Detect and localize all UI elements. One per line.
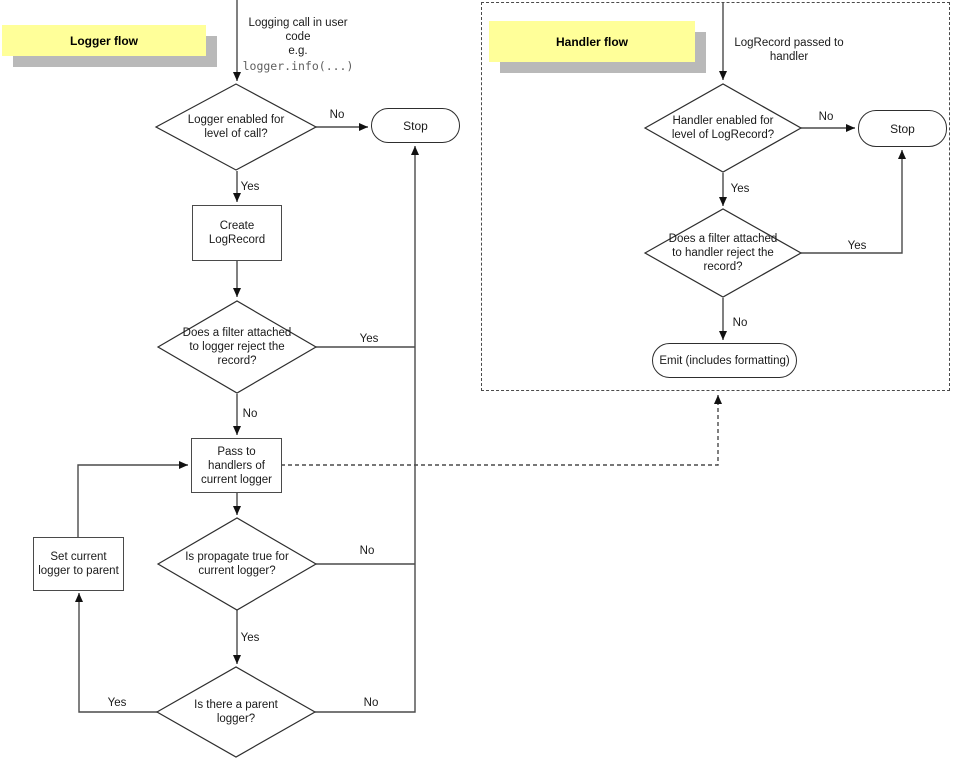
set-logger-to-parent-line1: Set current: [50, 551, 107, 563]
pass-to-handlers-line1: Pass to: [217, 445, 256, 458]
edge-pass-to-handlerflow: [281, 395, 722, 466]
handler-stop-label: Stop: [890, 121, 915, 136]
edge-setparent-to-pass: [77, 461, 188, 537]
pass-to-handlers-box: Pass to handlers of current logger: [191, 438, 282, 493]
set-logger-to-parent-box: Set current logger to parent: [33, 537, 124, 591]
emit-terminator: Emit (includes formatting): [652, 343, 797, 378]
decision-logger-filter-line2: to logger reject the: [189, 341, 285, 353]
decision-logger-filter-text: Does a filter attached to logger reject …: [172, 326, 302, 368]
decision-propagate-line1: Is propagate true for: [185, 551, 289, 563]
handler-stop-terminator: Stop: [858, 110, 947, 147]
logger-flow-title: Logger flow: [70, 33, 138, 48]
handler-flow-title: Handler flow: [555, 34, 628, 49]
label-logger-level-no: No: [329, 109, 345, 121]
decision-parent-line2: logger?: [216, 713, 256, 725]
logger-entry-line3: e.g.: [288, 45, 308, 57]
decision-propagate-text: Is propagate true for current logger?: [172, 550, 302, 578]
decision-logger-level-line1: Logger enabled for: [187, 114, 285, 126]
pass-to-handlers-line2: handlers of: [208, 459, 265, 472]
decision-logger-filter-shape: [156, 300, 318, 394]
decision-logger-filter-line1: Does a filter attached: [182, 327, 292, 339]
logger-flow-note: Logger flow: [2, 25, 206, 56]
decision-propagate-shape: [156, 517, 318, 611]
set-logger-to-parent-line2: logger to parent: [38, 565, 119, 577]
label-logger-level-yes: Yes: [240, 181, 260, 193]
pass-to-handlers-line3: current logger: [201, 473, 272, 486]
label-propagate-yes: Yes: [240, 632, 260, 644]
label-parent-no: No: [363, 697, 379, 709]
label-handler-filter-yes: Yes: [847, 240, 867, 252]
label-handler-level-yes: Yes: [730, 183, 750, 195]
decision-logger-filter-line3: record?: [217, 355, 257, 367]
handler-flow-frame: [481, 2, 950, 391]
decision-logger-level-line2: level of call?: [204, 128, 268, 140]
decision-parent-text: Is there a parent logger?: [171, 698, 301, 726]
logger-entry-annotation: Logging call in user code e.g. logger.in…: [241, 16, 355, 73]
logger-stop-terminator: Stop: [371, 108, 460, 143]
label-logger-filter-yes: Yes: [359, 333, 379, 345]
label-handler-level-no: No: [818, 111, 834, 123]
create-logrecord-line1: Create: [219, 220, 255, 232]
decision-parent-shape: [155, 666, 317, 758]
handler-entry-annotation: LogRecord passed to handler: [728, 36, 850, 64]
logger-entry-code: logger.info(...): [242, 59, 354, 73]
logger-entry-line1: Logging call in user: [248, 17, 348, 29]
edge-parent-no-to-stop: [315, 146, 419, 713]
handler-entry-line1: LogRecord passed to: [734, 37, 844, 49]
emit-label: Emit (includes formatting): [659, 354, 790, 367]
decision-parent-line1: Is there a parent: [194, 699, 278, 711]
create-logrecord-line2: LogRecord: [208, 234, 266, 246]
logger-entry-line2: code: [285, 31, 311, 43]
label-handler-filter-no: No: [732, 317, 748, 329]
decision-logger-level-text: Logger enabled for level of call?: [171, 113, 301, 141]
label-logger-filter-no: No: [242, 408, 258, 420]
create-logrecord-box: Create LogRecord: [192, 205, 282, 261]
handler-entry-line2: handler: [769, 51, 809, 63]
decision-propagate-line2: current logger?: [198, 565, 276, 577]
logger-stop-label: Stop: [403, 118, 428, 133]
handler-flow-note: Handler flow: [489, 21, 695, 62]
edge-parent-yes-to-setparent: [75, 593, 157, 713]
label-parent-yes: Yes: [107, 697, 127, 709]
label-propagate-no: No: [359, 545, 375, 557]
decision-logger-level-shape: [154, 83, 318, 171]
